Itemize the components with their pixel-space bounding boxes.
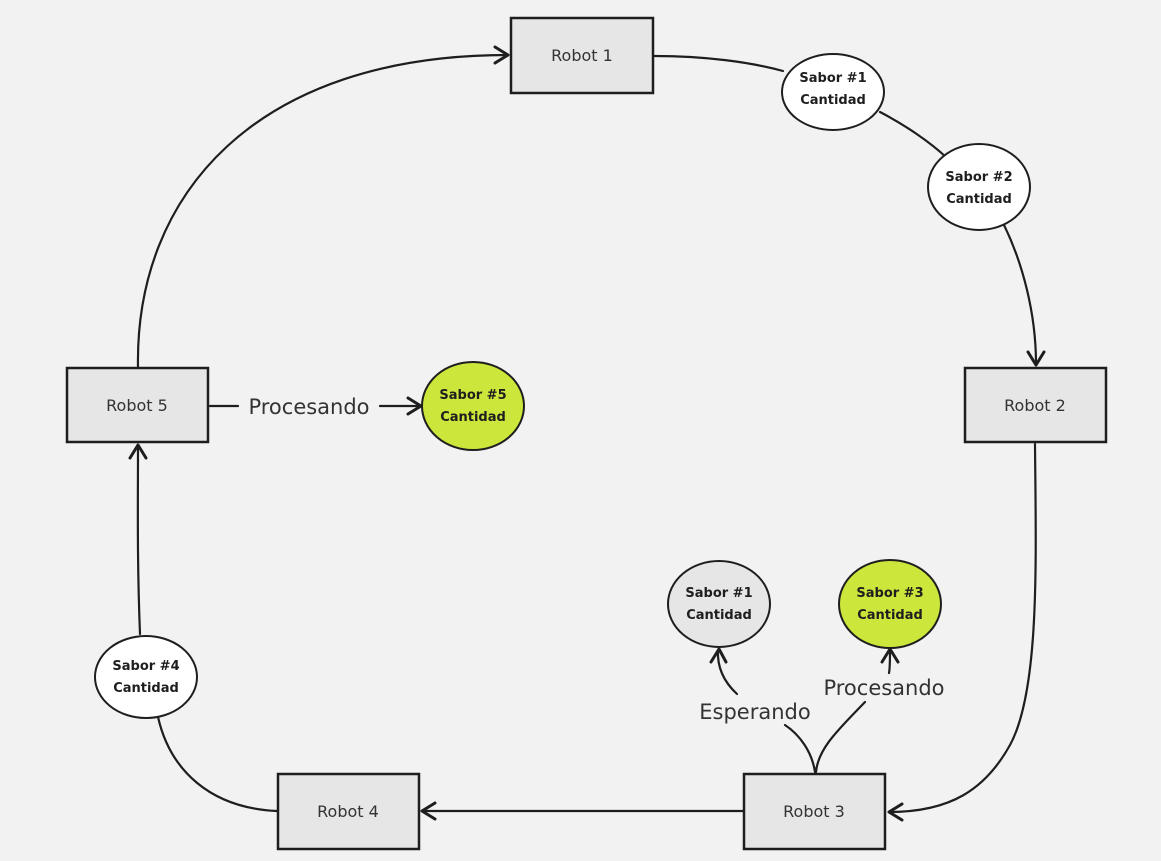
robot3-sabor-1-qty: Cantidad <box>686 608 752 623</box>
edge-robot3-waiting-upper <box>716 648 739 696</box>
robot-4-box[interactable]: Robot 4 <box>276 772 421 851</box>
robot5-processing-label: Procesando <box>248 395 369 419</box>
arrowhead-robot1-left <box>493 45 510 65</box>
robot3-sabor-1-title: Sabor #1 <box>685 586 752 601</box>
ring-sabor-4-node[interactable]: Sabor #4 Cantidad <box>94 635 198 719</box>
robot5-sabor-5-title: Sabor #5 <box>439 388 506 403</box>
edge-robot1-sabor1 <box>652 54 785 73</box>
robot-5-label: Robot 5 <box>106 396 168 415</box>
robot3-waiting-label: Esperando <box>699 700 810 724</box>
ring-sabor-4-title: Sabor #4 <box>112 659 179 674</box>
ring-sabor-4-qty: Cantidad <box>113 681 179 696</box>
edge-robot3-processing-lower <box>814 700 867 774</box>
arrowhead-waiting-sabor1 <box>709 647 728 664</box>
robot-2-box[interactable]: Robot 2 <box>963 366 1108 444</box>
ring-sabor-2-qty: Cantidad <box>946 192 1012 207</box>
robot-5-box[interactable]: Robot 5 <box>65 366 210 444</box>
ring-sabor-2-node[interactable]: Sabor #2 Cantidad <box>927 143 1031 231</box>
robot-1-label: Robot 1 <box>551 46 613 65</box>
robot5-sabor-5-node[interactable]: Sabor #5 Cantidad <box>421 361 525 451</box>
edge-robot2-robot3 <box>887 442 1037 814</box>
robot3-sabor-3-title: Sabor #3 <box>856 586 923 601</box>
ring-sabor-1-title: Sabor #1 <box>799 71 866 86</box>
edge-robot3-waiting-lower <box>783 723 817 774</box>
robot-2-label: Robot 2 <box>1004 396 1066 415</box>
robot-3-box[interactable]: Robot 3 <box>742 772 887 851</box>
robot3-sabor-3-qty: Cantidad <box>857 608 923 623</box>
arrowhead-robot2-top <box>1026 350 1046 367</box>
ring-sabor-1-node[interactable]: Sabor #1 Cantidad <box>781 53 885 131</box>
arrowhead-robot4-right <box>420 801 437 821</box>
edge-sabor2-robot2 <box>1002 223 1038 366</box>
arrowhead-robot3-right <box>887 802 904 822</box>
edge-sabor4-robot5 <box>136 444 142 636</box>
ring-sabor-1-qty: Cantidad <box>800 93 866 108</box>
robot-4-label: Robot 4 <box>317 802 379 821</box>
edge-robot4-sabor4 <box>156 715 279 813</box>
robot-1-box[interactable]: Robot 1 <box>509 16 655 95</box>
robot3-sabor-3-node[interactable]: Sabor #3 Cantidad <box>838 559 942 649</box>
robot3-processing-label: Procesando <box>823 676 944 700</box>
edge-robot5-robot1 <box>136 53 510 369</box>
arrowhead-robot5-bottom <box>128 443 148 460</box>
ring-sabor-2-title: Sabor #2 <box>945 170 1012 185</box>
edge-sabor1-sabor2 <box>878 110 949 160</box>
edge-robot3-processing-upper <box>887 648 892 675</box>
robot3-sabor-1-node[interactable]: Sabor #1 Cantidad <box>667 560 771 648</box>
robot5-sabor-5-qty: Cantidad <box>440 410 506 425</box>
robot-3-label: Robot 3 <box>783 802 845 821</box>
